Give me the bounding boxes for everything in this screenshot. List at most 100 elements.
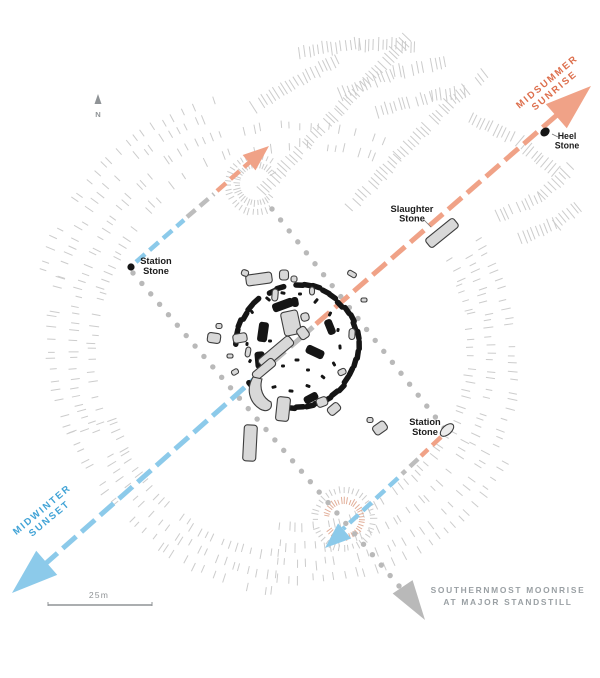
fallen-stone — [230, 368, 240, 376]
moonrise-line-dot — [183, 332, 189, 339]
midsummer-sunrise-arrowhead — [545, 86, 591, 129]
bluestone — [306, 368, 310, 372]
station-line-dot — [381, 348, 387, 355]
fallen-stone — [280, 309, 302, 337]
fallen-stone — [275, 396, 291, 422]
moonrise-line-dot — [281, 447, 287, 454]
bluestone — [288, 389, 294, 393]
southernmost-moonrise-arrowhead — [392, 580, 425, 620]
moonrise-line-dot — [272, 437, 278, 443]
fallen-stone — [300, 312, 310, 322]
labels-moonrise-line1-text: SOUTHERNMOST MOONRISE — [431, 585, 586, 595]
moonrise-line-dot — [369, 552, 376, 558]
station-line-dot — [415, 392, 421, 398]
standing-stone — [303, 392, 319, 404]
moonrise-line-dot — [263, 426, 269, 433]
moonrise-line-dot — [156, 301, 163, 307]
station-stone-nw — [127, 263, 135, 271]
standing-stone — [291, 296, 299, 308]
station-line-dot — [295, 239, 301, 245]
moonrise-line-dot — [334, 510, 340, 516]
fallen-stone — [278, 269, 290, 281]
labels-station_stone_se-line2-text: Stone — [412, 427, 438, 437]
moonrise-alignment — [392, 580, 425, 620]
station-line-dot — [269, 206, 275, 212]
labels-station_stone_se-line1-text: Station — [409, 417, 441, 427]
moonrise-line-dot — [343, 520, 349, 527]
station-line-dot — [286, 228, 292, 234]
labels-moonrise-line2-text: AT MAJOR STANDSTILL — [443, 597, 572, 607]
fallen-stone — [326, 402, 342, 416]
standing-stone — [257, 321, 269, 343]
slaughter-stone — [425, 218, 459, 248]
midwinter-sunset-arrowhead — [12, 550, 58, 593]
labels-heel_stone-line2-text: Stone — [555, 141, 580, 151]
north-arrow-icon — [94, 94, 102, 104]
moonrise-line-dot — [351, 531, 358, 537]
fallen-stone — [372, 420, 388, 436]
moonrise-line-dot — [192, 343, 198, 349]
bluestone — [245, 341, 249, 347]
standing-stone — [324, 318, 336, 336]
slaughter-stone-pointer — [423, 219, 432, 228]
bluestone — [265, 296, 271, 302]
labels-scale-text: 25m — [89, 590, 109, 600]
fallen-stone — [242, 424, 258, 462]
bluestone — [336, 327, 340, 333]
outlying-stones — [127, 127, 559, 437]
heel-stone-pointer — [551, 133, 559, 138]
fallen-stone — [232, 332, 248, 344]
moonrise-line-dot — [254, 416, 260, 422]
bluestone — [331, 361, 337, 367]
bluestone — [280, 291, 286, 295]
station-line-ne-arrowhead — [242, 146, 269, 171]
bluestone — [305, 384, 311, 388]
bluestone — [338, 344, 342, 350]
labels-heel_stone-line1-text: Heel — [558, 131, 577, 141]
fallen-stone — [226, 353, 234, 359]
fallen-stone — [206, 331, 222, 345]
moonrise-line-dot — [174, 322, 181, 328]
fallen-stone — [315, 396, 329, 408]
bluestone — [327, 311, 333, 317]
station-line-dot — [432, 414, 439, 420]
fallen-stone — [290, 275, 298, 283]
moonrise-line-dot — [139, 280, 145, 287]
fallen-stone — [240, 269, 250, 277]
labels-slaughter_stone-line2-text: Stone — [399, 214, 425, 224]
solstice-axis-lines — [12, 86, 591, 593]
station-line-dot — [406, 381, 413, 387]
moonrise-line-dot — [396, 583, 402, 589]
station-line-dot — [320, 272, 327, 278]
axis-dashed-line — [400, 457, 420, 476]
moonrise-line-dot — [325, 499, 331, 506]
moonrise-line-dot — [201, 353, 207, 360]
axis-dashed-line — [185, 192, 216, 219]
fallen-stone — [215, 322, 223, 330]
fallen-stone — [271, 288, 279, 302]
axis-dashed-line — [134, 218, 186, 264]
fallen-stone — [244, 346, 252, 358]
axis-dashed-line — [314, 113, 559, 326]
station-line-dot — [424, 403, 430, 409]
labels-north-text: N — [95, 110, 100, 119]
moonrise-line-dot — [378, 562, 384, 568]
axis-dashed-line — [419, 435, 443, 458]
earthwork-bank-hachures — [39, 96, 519, 596]
station-line-dot — [277, 217, 284, 223]
moonrise-line-dot — [236, 395, 243, 401]
station-line-dot — [329, 282, 335, 289]
north-marker: N — [94, 94, 102, 119]
labels-station_stone_nw-line1-text: Station — [140, 256, 172, 266]
moonrise-line-dot — [316, 489, 322, 495]
axis-dashed-line — [42, 363, 272, 567]
station-line-sw-arrowhead — [325, 523, 352, 548]
moonrise-line-dot — [227, 385, 234, 391]
labels-station_stone_nw-line2-text: Stone — [143, 266, 169, 276]
fallen-stone — [366, 416, 374, 424]
fallen-stone — [245, 271, 273, 287]
station-line-dot — [338, 293, 344, 300]
axis-dashed-line — [341, 476, 400, 531]
